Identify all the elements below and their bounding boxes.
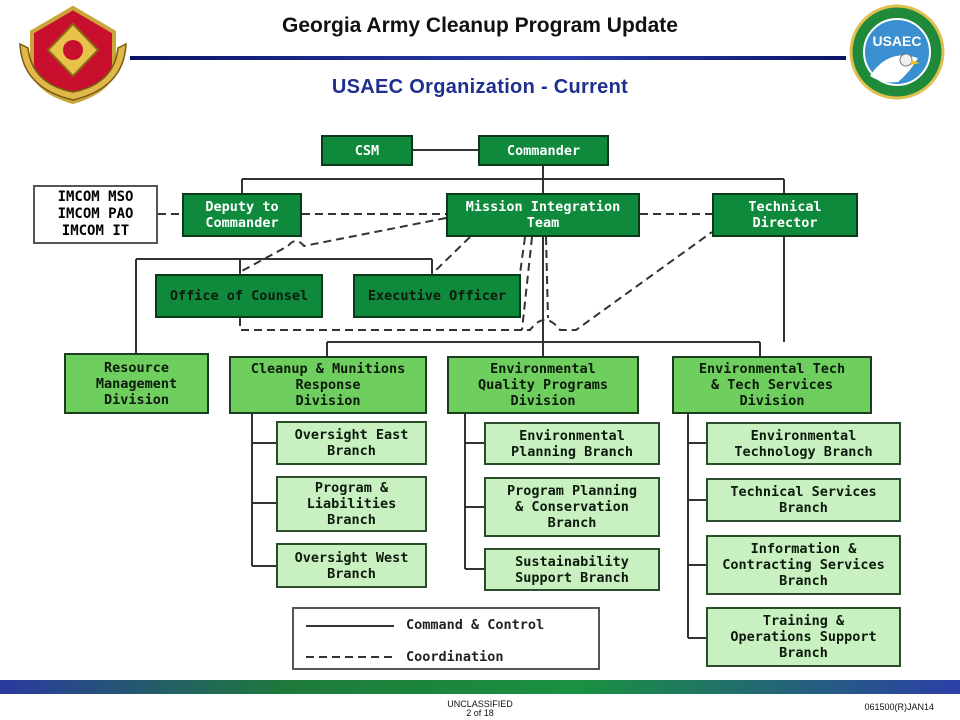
legend-dashed-label: Coordination bbox=[406, 649, 504, 665]
environmental-technology-branch: Environmental Technology Branch bbox=[706, 422, 901, 465]
page-number: 2 of 18 bbox=[466, 708, 494, 718]
executive-officer-box: Executive Officer bbox=[353, 274, 521, 318]
mission-integration-box: Mission Integration Team bbox=[446, 193, 640, 237]
legend-solid-label: Command & Control bbox=[406, 617, 545, 633]
technical-director-box: Technical Director bbox=[712, 193, 858, 237]
environmental-tech-division: Environmental Tech & Tech Services Divis… bbox=[672, 356, 872, 414]
technical-services-branch: Technical Services Branch bbox=[706, 478, 901, 522]
legend-lines bbox=[306, 625, 394, 658]
program-liabilities-branch: Program & Liabilities Branch bbox=[276, 476, 427, 532]
resource-management-division: Resource Management Division bbox=[64, 353, 209, 414]
commander-box: Commander bbox=[478, 135, 609, 166]
footer-classification-block: UNCLASSIFIED 2 of 18 bbox=[380, 700, 580, 718]
page-title: Georgia Army Cleanup Program Update bbox=[282, 14, 678, 37]
imcom-box: IMCOM MSO IMCOM PAO IMCOM IT bbox=[33, 185, 158, 244]
oversight-east-branch: Oversight East Branch bbox=[276, 421, 427, 465]
training-operations-branch: Training & Operations Support Branch bbox=[706, 607, 901, 667]
footer-band bbox=[0, 680, 960, 694]
program-planning-conservation-branch: Program Planning & Conservation Branch bbox=[484, 477, 660, 537]
usaec-eagle-seal-icon: USAEC bbox=[849, 4, 945, 100]
footer-code: 061500(R)JAN14 bbox=[864, 702, 934, 712]
title-rule bbox=[130, 56, 846, 60]
csm-box: CSM bbox=[321, 135, 413, 166]
information-contracting-branch: Information & Contracting Services Branc… bbox=[706, 535, 901, 595]
sustainability-support-branch: Sustainability Support Branch bbox=[484, 548, 660, 591]
office-of-counsel-box: Office of Counsel bbox=[155, 274, 323, 318]
cleanup-munitions-division: Cleanup & Munitions Response Division bbox=[229, 356, 427, 414]
environmental-planning-branch: Environmental Planning Branch bbox=[484, 422, 660, 465]
legend: Command & Control Coordination bbox=[292, 607, 600, 670]
classification-label: UNCLASSIFIED bbox=[447, 699, 513, 709]
environmental-quality-division: Environmental Quality Programs Division bbox=[447, 356, 639, 414]
page-subtitle: USAEC Organization - Current bbox=[331, 76, 629, 98]
imcom-crest-icon bbox=[19, 5, 127, 104]
deputy-box: Deputy to Commander bbox=[182, 193, 302, 237]
oversight-west-branch: Oversight West Branch bbox=[276, 543, 427, 588]
usaec-seal-text: USAEC bbox=[872, 33, 921, 49]
